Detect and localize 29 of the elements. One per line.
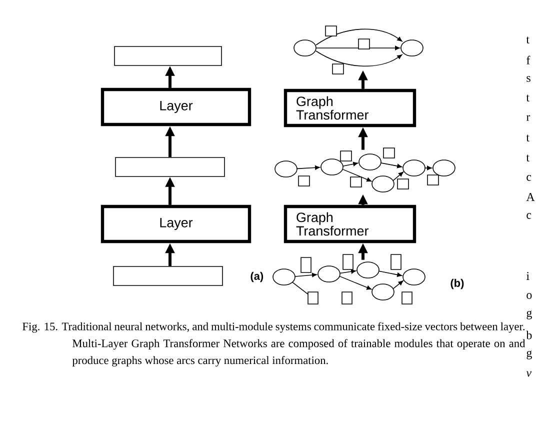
text-fragment: s [526, 76, 530, 82]
text-fragment: t [526, 36, 530, 44]
text-fragment: r [526, 115, 530, 121]
graph-drawing [294, 26, 424, 74]
process-box: Layer [100, 88, 252, 126]
vector-box [114, 46, 222, 66]
text-fragment: b [526, 330, 532, 340]
text-fragment: v [526, 371, 532, 377]
text-fragment: g [526, 350, 532, 360]
process-box: Graph Transformer [284, 88, 416, 128]
text-fragment: o [526, 293, 532, 299]
text-fragment: c [526, 213, 532, 219]
text-fragment: i [526, 272, 530, 280]
graph-drawing [274, 148, 456, 192]
panel-label: (b) [450, 278, 464, 290]
vector-box [113, 266, 223, 286]
text-fragment: t [526, 154, 530, 162]
text-fragment: t [526, 134, 530, 142]
panel-label: (a) [250, 272, 264, 282]
vector-box [115, 157, 225, 177]
text-fragment: c [526, 175, 532, 181]
text-fragment: A [526, 193, 535, 201]
text-fragment: t [526, 94, 530, 102]
caption: Fig. 15. Traditional neural networks, and multi-module systems communicate fixed-size vectors between layer. Multi-Layer Graph Transformer Networks are composed of trainable modules that operate on and produce graphs whose arcs carry numerical information. [22, 322, 526, 367]
text-fragment: g [526, 310, 532, 320]
process-box: Layer [100, 204, 252, 244]
text-fragment: f [526, 56, 530, 64]
process-box: Graph Transformer [284, 204, 416, 244]
graph-drawing [272, 254, 426, 304]
